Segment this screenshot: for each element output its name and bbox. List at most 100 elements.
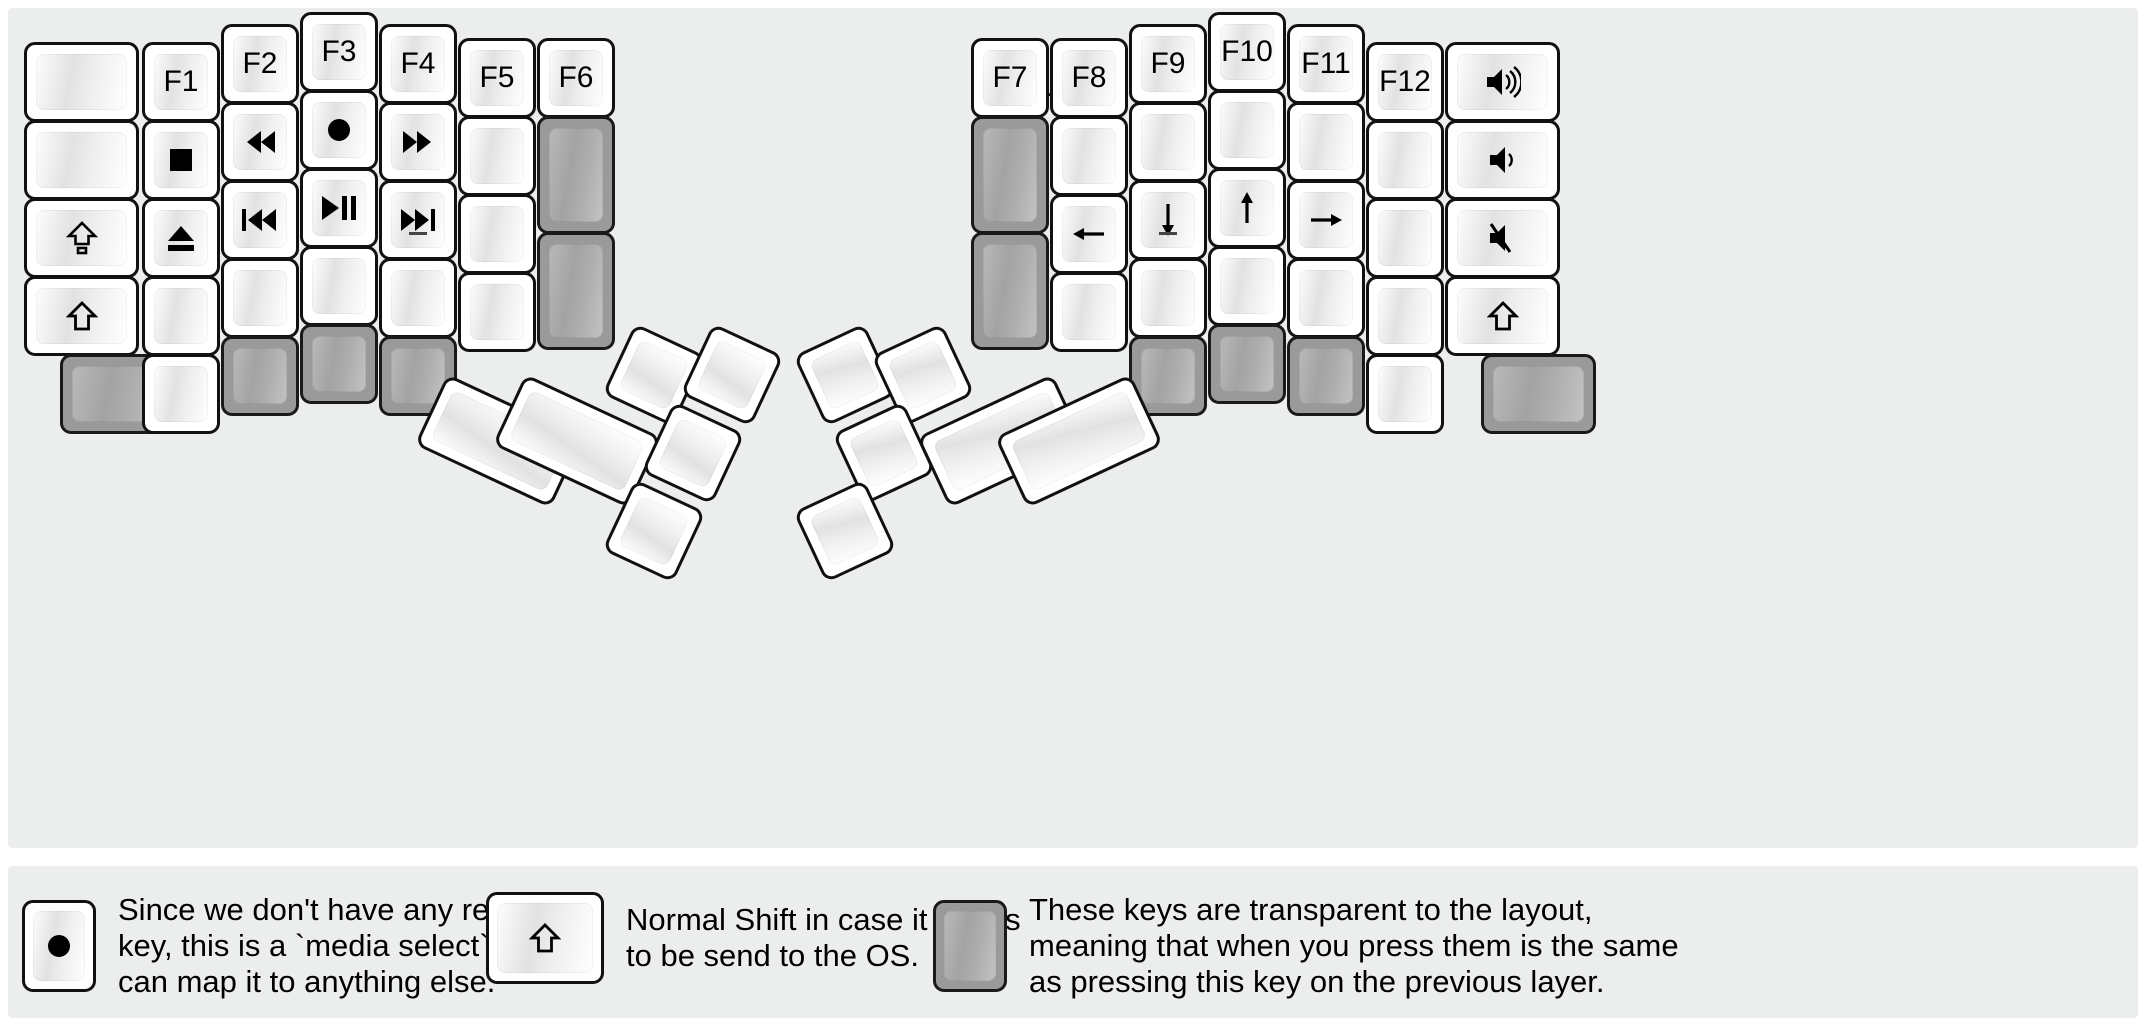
key-blank[interactable] <box>1208 246 1286 326</box>
keycap-face <box>470 50 524 106</box>
key-shift[interactable] <box>24 276 139 356</box>
keycap-face <box>1378 132 1432 188</box>
keycap-face <box>1299 114 1353 170</box>
keycap-face <box>1141 36 1195 92</box>
key-transparent[interactable] <box>300 324 378 404</box>
keycap-face <box>887 339 959 411</box>
key-blank[interactable] <box>300 246 378 326</box>
key-volume-up[interactable] <box>1445 42 1560 122</box>
keycap-face <box>391 36 445 92</box>
key-volume-down[interactable] <box>1445 120 1560 200</box>
keycap-face <box>1220 336 1274 392</box>
key-blank[interactable] <box>458 194 536 274</box>
key-transparent[interactable] <box>537 232 615 350</box>
keycap-face <box>391 270 445 326</box>
keycap-face <box>848 417 920 489</box>
key-blank[interactable] <box>1366 354 1444 434</box>
keycap-face <box>1493 366 1584 422</box>
keycap-face <box>1141 270 1195 326</box>
key-blank[interactable] <box>1129 102 1207 182</box>
key-blank[interactable] <box>142 354 220 434</box>
keycap-face <box>1378 366 1432 422</box>
keycap-face <box>549 128 603 222</box>
record-key-legend-swatch <box>22 899 96 992</box>
key-arrow-up[interactable] <box>1208 168 1286 248</box>
keycap-face <box>983 50 1037 106</box>
key-blank[interactable] <box>458 272 536 352</box>
key-blank[interactable] <box>1208 90 1286 170</box>
key-shift[interactable] <box>1445 276 1560 356</box>
keycap-face <box>1457 54 1548 110</box>
keycap-face <box>1378 210 1432 266</box>
key-f11[interactable]: F11 <box>1287 24 1365 104</box>
key-transparent[interactable] <box>1481 354 1596 434</box>
key-blank[interactable] <box>1366 276 1444 356</box>
keycap-face <box>470 284 524 340</box>
keycap-face <box>312 336 366 392</box>
keycap-face <box>1220 24 1274 80</box>
key-blank[interactable] <box>1366 120 1444 200</box>
key-transparent[interactable] <box>1129 336 1207 416</box>
keycap-face <box>1062 284 1116 340</box>
key-transparent[interactable] <box>971 232 1049 350</box>
key-transparent[interactable] <box>971 116 1049 234</box>
key-media-previous[interactable] <box>221 180 299 260</box>
key-blank[interactable] <box>1366 198 1444 278</box>
key-blank[interactable] <box>1287 102 1365 182</box>
key-blank[interactable] <box>24 120 139 200</box>
key-arrow-down[interactable] <box>1129 180 1207 260</box>
key-blank[interactable] <box>1050 272 1128 352</box>
shift-key-legend-swatch <box>486 892 604 984</box>
keycap-face <box>1457 288 1548 344</box>
keycap-face <box>1141 192 1195 248</box>
key-media-next[interactable] <box>379 180 457 260</box>
key-transparent[interactable] <box>379 336 457 416</box>
key-media-play-pause[interactable] <box>300 168 378 248</box>
keycap-face <box>1299 36 1353 92</box>
keycap-face <box>470 128 524 184</box>
key-transparent[interactable] <box>221 336 299 416</box>
keycap-face <box>1062 206 1116 262</box>
key-blank[interactable] <box>379 258 457 338</box>
keycap-face <box>154 288 208 344</box>
key-media-fast-forward[interactable] <box>379 102 457 182</box>
transparent-key-legend-text: These keys are transparent to the layout… <box>1029 892 1679 999</box>
key-arrow-left[interactable] <box>1050 194 1128 274</box>
key-arrow-right[interactable] <box>1287 180 1365 260</box>
key-f8[interactable]: F8 <box>1050 38 1128 118</box>
key-transparent[interactable] <box>1208 324 1286 404</box>
keycap-face <box>1457 132 1548 188</box>
keycap-face <box>809 339 881 411</box>
key-blank[interactable] <box>221 258 299 338</box>
key-blank[interactable] <box>1287 258 1365 338</box>
key-blank[interactable] <box>24 42 139 122</box>
keycap-face <box>312 258 366 314</box>
keycap-face <box>1378 288 1432 344</box>
keycap-face <box>36 132 127 188</box>
keycap-face <box>312 24 366 80</box>
keycap-face <box>1378 54 1432 110</box>
key-f9[interactable]: F9 <box>1129 24 1207 104</box>
key-transparent[interactable] <box>537 116 615 234</box>
key-transparent[interactable] <box>1287 336 1365 416</box>
keycap-face <box>1299 192 1353 248</box>
keycap-face <box>33 910 85 981</box>
keycap-face <box>1062 128 1116 184</box>
keycap-face <box>1299 270 1353 326</box>
key-blank[interactable] <box>458 116 536 196</box>
key-media-rewind[interactable] <box>221 102 299 182</box>
key-blank[interactable] <box>142 276 220 356</box>
key-blank[interactable] <box>1129 258 1207 338</box>
key-f12[interactable]: F12 <box>1366 42 1444 122</box>
key-media-stop[interactable] <box>142 120 220 200</box>
key-volume-mute[interactable] <box>1445 198 1560 278</box>
key-f10[interactable]: F10 <box>1208 12 1286 92</box>
legend-panel: Since we don't have any recording key, t… <box>8 866 2138 1018</box>
keycap-face <box>549 244 603 338</box>
key-f7[interactable]: F7 <box>971 38 1049 118</box>
keycap-face <box>497 903 593 973</box>
keycap-face <box>154 366 208 422</box>
key-blank[interactable] <box>1050 116 1128 196</box>
